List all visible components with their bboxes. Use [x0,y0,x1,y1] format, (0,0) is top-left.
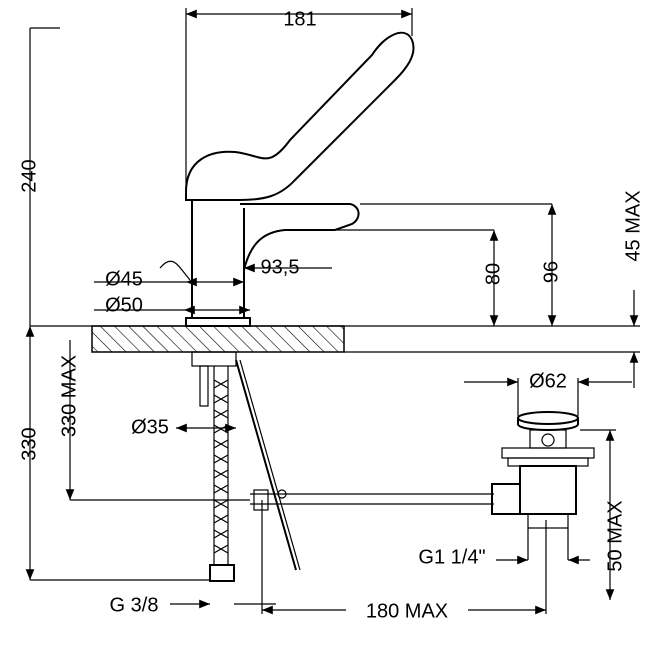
label-dia-50: Ø50 [105,294,143,316]
label-80: 80 [482,263,504,285]
label-93-5: 93,5 [261,256,300,278]
label-330-max: 330 MAX [58,355,80,437]
label-330: 330 [18,427,40,460]
under-deck-assembly [191,351,494,582]
label-50-max: 50 MAX [604,500,626,571]
waste-valve [491,411,595,529]
label-g-3-8: G 3/8 [110,594,159,616]
label-96: 96 [540,261,562,283]
label-dia-45: Ø45 [105,268,143,290]
label-240: 240 [18,159,40,192]
label-dia-62: Ø62 [529,370,567,392]
dimension-lines [25,8,639,615]
deck-section [30,325,640,353]
label-181: 181 [283,8,316,30]
dimension-labels: 181 240 45 MAX 96 80 93,5 Ø45 Ø50 Ø35 33… [18,8,644,622]
label-dia-35: Ø35 [131,416,169,438]
label-45-max: 45 MAX [622,190,644,261]
label-180-max: 180 MAX [366,600,448,622]
label-g1-1-4: G1 1/4" [418,546,485,568]
